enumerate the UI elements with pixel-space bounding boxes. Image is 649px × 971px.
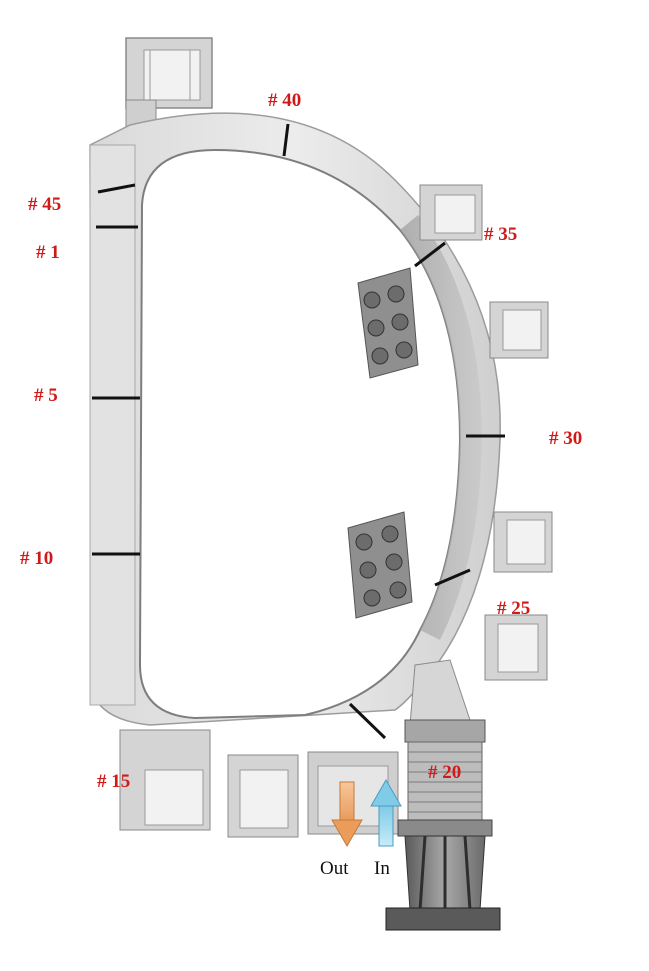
support-box-25 — [484, 614, 548, 681]
in-arrow — [370, 778, 402, 847]
support-box-bottom-left — [119, 729, 211, 831]
bolt-plate-upper — [357, 267, 419, 379]
position-label-15: # 15 — [97, 771, 131, 792]
segment-separators — [92, 123, 505, 740]
straight-leg — [89, 144, 136, 706]
inner-band — [400, 215, 482, 640]
out-arrow — [331, 781, 363, 848]
position-label-25: # 25 — [497, 598, 531, 619]
support-box-bottom-mid — [227, 754, 299, 838]
position-label-1: # 1 — [36, 242, 60, 263]
position-label-35: # 35 — [484, 224, 518, 245]
position-label-20: # 20 — [428, 762, 462, 783]
support-box-35 — [419, 184, 483, 241]
position-label-10: # 10 — [20, 548, 54, 569]
support-box-right-upper — [489, 301, 549, 359]
position-label-5: # 5 — [34, 385, 58, 406]
gravity-support — [385, 659, 501, 931]
position-label-30: # 30 — [549, 428, 583, 449]
flow-out-label: Out — [320, 858, 349, 879]
support-box-right-lower — [493, 511, 553, 573]
bolt-plate-lower — [347, 511, 413, 619]
flow-in-label: In — [374, 858, 390, 879]
position-label-40: # 40 — [268, 90, 302, 111]
position-label-45: # 45 — [28, 194, 62, 215]
